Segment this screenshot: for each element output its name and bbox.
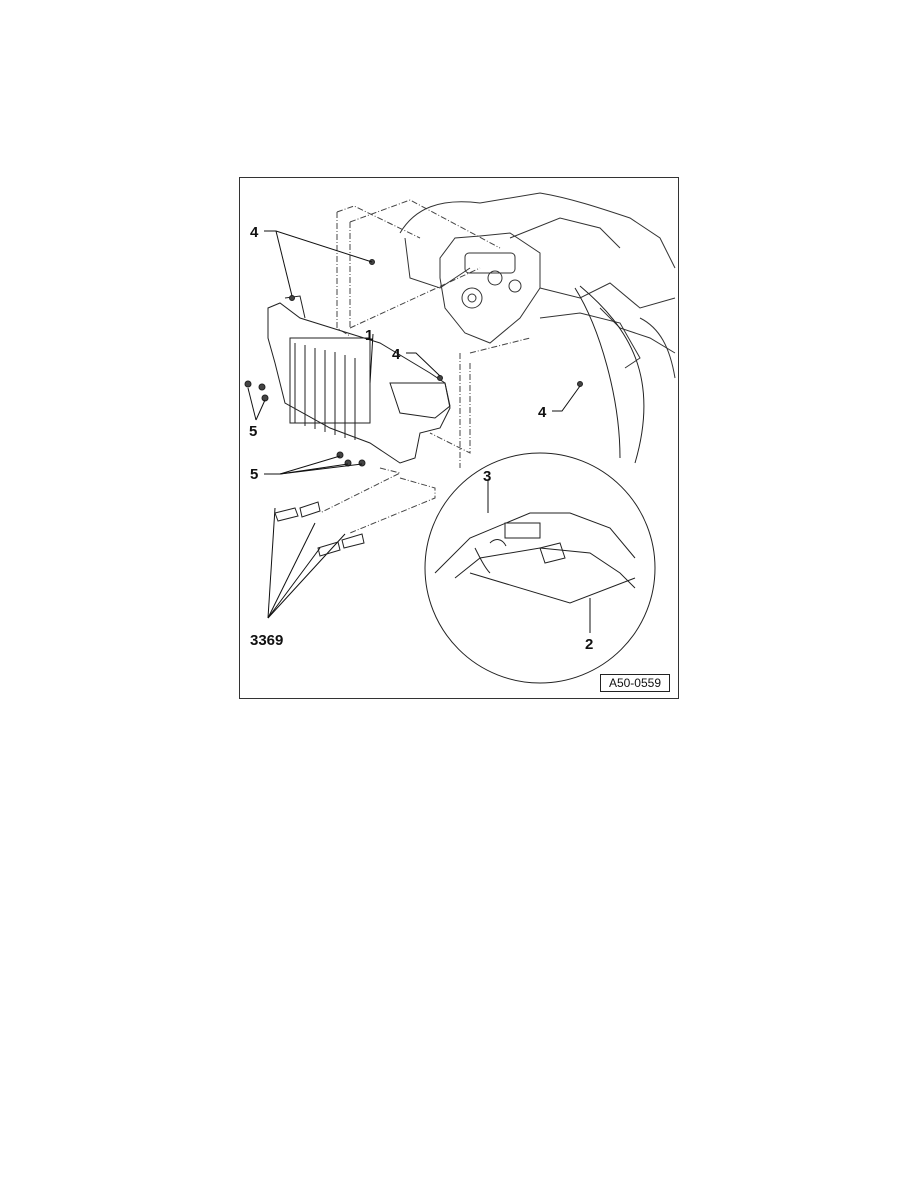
callout-5: 5 xyxy=(250,466,259,483)
callout-1: 1 xyxy=(365,327,374,344)
callout-4: 4 xyxy=(250,224,259,241)
assembly-line-art xyxy=(244,192,676,684)
guide-lines xyxy=(319,199,531,534)
callout-4: 4 xyxy=(538,404,547,421)
callout-2: 2 xyxy=(585,636,594,653)
diagram-frame: 4 1 4 4 5 5 3 3369 2 A50-0559 xyxy=(239,177,679,699)
callout-5: 5 xyxy=(249,423,258,440)
callout-3: 3 xyxy=(483,468,492,485)
leader-lines xyxy=(247,230,591,633)
callout-4: 4 xyxy=(392,346,401,363)
detail-circle xyxy=(424,285,656,684)
front-carrier xyxy=(267,295,451,464)
bolts-4 xyxy=(289,259,583,387)
figure-id-label: A50-0559 xyxy=(599,674,670,692)
engine-bay xyxy=(399,192,676,379)
callout-3369: 3369 xyxy=(250,632,284,649)
tool-3369-pins xyxy=(274,501,365,557)
